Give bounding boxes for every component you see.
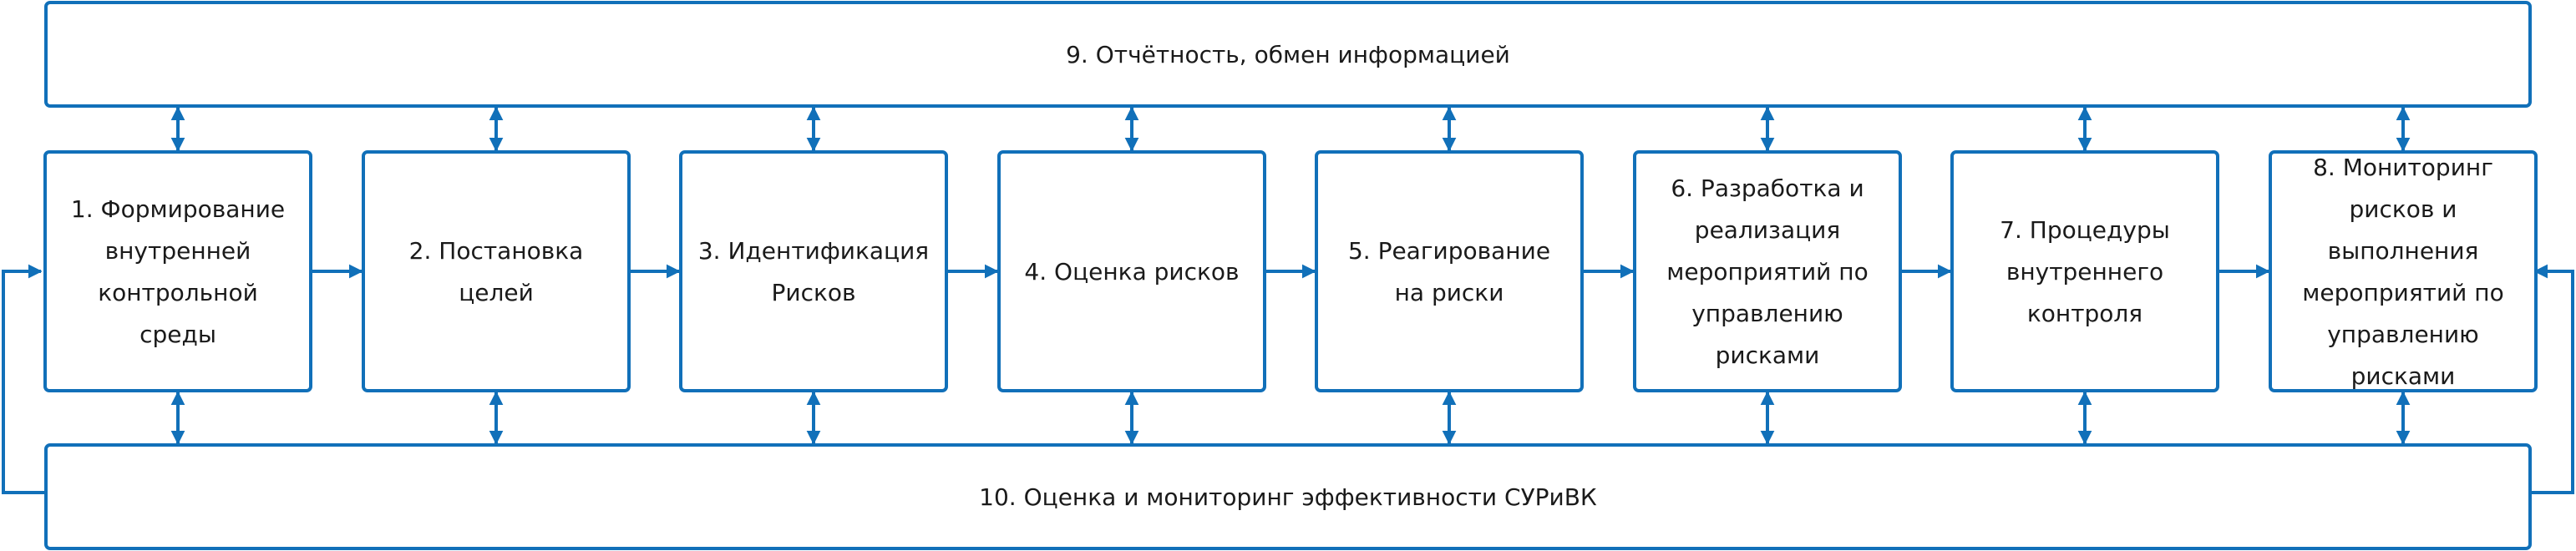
step-1-line-4: среды <box>139 321 216 348</box>
step-6-line-3: мероприятий по <box>1666 258 1868 286</box>
step-3-line-1: 3. Идентификация <box>698 237 929 265</box>
step-6-line-2: реализация <box>1695 216 1840 244</box>
step-6-line-5: рисками <box>1716 341 1820 369</box>
step-1-line-3: контрольной <box>98 279 258 306</box>
right-loop-arrow <box>2530 264 2574 494</box>
top-bar-label: 9. Отчётность, обмен информацией <box>1066 41 1510 68</box>
step-7-line-1: 7. Процедуры <box>2000 216 2170 244</box>
step-7-line-2: внутреннего <box>2006 258 2163 286</box>
step-1-line-1: 1. Формирование <box>71 195 285 223</box>
step-2-line-1: 2. Постановка <box>409 237 584 265</box>
step-5-box <box>1315 150 1584 392</box>
step-8-box <box>2269 150 2538 392</box>
step-5-line-1: 5. Реагирование <box>1348 237 1550 265</box>
steps-layer: 1. Формирование внутренней контрольной сред… <box>43 106 2538 445</box>
step-7-box <box>1950 150 2219 392</box>
step-3-line-2: Рисков <box>771 279 855 306</box>
step-1-box <box>43 150 312 392</box>
step-8-line-3: выполнения <box>2328 237 2479 265</box>
step-8-line-2: рисков и <box>2349 195 2457 223</box>
step-2-line-2: целей <box>459 279 534 306</box>
step-6-box <box>1633 150 1902 392</box>
step-6-line-1: 6. Разработка и <box>1671 174 1864 202</box>
left-loop-arrow <box>2 264 46 494</box>
step-8-line-5: управлению <box>2327 321 2479 348</box>
step-8-line-4: мероприятий по <box>2302 279 2503 306</box>
top-bar-box <box>44 1 2532 108</box>
bottom-bar-label: 10. Оценка и мониторинг эффективности СУ… <box>979 483 1597 511</box>
step-4-box <box>997 150 1266 392</box>
step-3-box <box>679 150 948 392</box>
step-8-line-1: 8. Мониторинг <box>2313 154 2493 181</box>
step-7-line-3: контроля <box>2027 300 2142 327</box>
step-2-box <box>362 150 631 392</box>
step-4-line-1: 4. Оценка рисков <box>1024 258 1239 286</box>
step-8-line-6: рисками <box>2351 362 2456 390</box>
step-5-line-2: на риски <box>1395 279 1504 306</box>
step-6-line-4: управлению <box>1691 300 1843 327</box>
step-1-line-2: внутренней <box>105 237 251 265</box>
bottom-bar-box <box>44 443 2532 550</box>
